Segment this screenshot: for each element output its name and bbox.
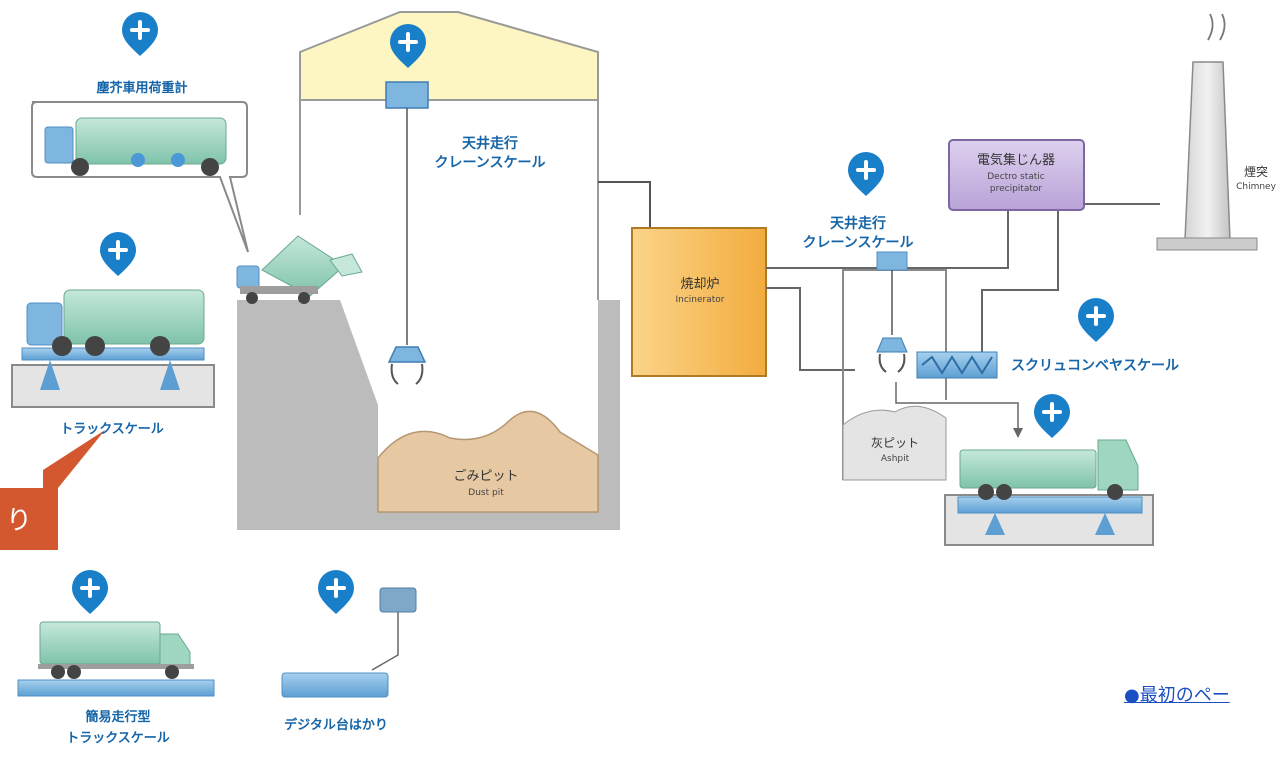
pin-digital-platform-scale[interactable] (318, 570, 354, 614)
pin-screw-conveyor-scale[interactable] (1078, 298, 1114, 342)
ash-truck-scale (944, 439, 1154, 546)
label-digital-platform-scale: デジタル台はかり (284, 717, 388, 733)
label-crane-scale-2-line1: 天井走行 (830, 215, 886, 232)
flue-pipes (766, 203, 1160, 371)
label-dust-pit-jp: ごみピット (453, 468, 518, 484)
label-crane-scale-1-line1: 天井走行 (462, 135, 518, 152)
label-precipitator-jp: 電気集じん器 (977, 152, 1055, 168)
incinerator (598, 181, 767, 377)
pin-crane-scale-1[interactable] (390, 24, 426, 68)
label-crane-scale-2-line2: クレーンスケール (802, 235, 913, 251)
label-crane-scale-1-line2: クレーンスケール (434, 155, 545, 171)
vehicle-load-bubble (31, 101, 249, 253)
first-page-link[interactable]: ●最初のペー (1124, 685, 1230, 706)
label-precipitator-en-line2: precipitator (990, 184, 1042, 194)
garbage-truck-icon (236, 235, 363, 304)
dump-truck-icon (17, 621, 215, 697)
chimney (1156, 13, 1258, 251)
label-ash-pit-en: Ashpit (881, 454, 910, 464)
crane-bucket-icon (387, 346, 427, 363)
pin-vehicle-scale[interactable] (122, 12, 158, 56)
label-portable-truck-scale-line2: トラックスケール (66, 731, 170, 746)
label-truck-scale: トラックスケール (60, 422, 164, 437)
label-incinerator-jp: 焼却炉 (680, 277, 719, 292)
pin-crane-scale-2[interactable] (848, 152, 884, 196)
pin-ash-truck-scale[interactable] (1034, 394, 1070, 438)
label-precipitator-en-line1: Dectro static (987, 172, 1045, 182)
label-incinerator-en: Incinerator (676, 295, 725, 305)
label-ash-pit-jp: 灰ピット (871, 436, 919, 450)
pin-truck-scale[interactable] (100, 232, 136, 276)
label-dust-pit-en: Dust pit (468, 488, 504, 498)
label-chimney-jp: 煙突 (1244, 164, 1268, 179)
callout-box (0, 430, 105, 550)
label-portable-truck-scale-line1: 簡易走行型 (84, 709, 150, 725)
label-chimney-en: Chimney (1236, 182, 1276, 192)
screw-conveyor (916, 351, 998, 379)
main-building (237, 11, 620, 530)
label-screw-conveyor-scale: スクリュコンベヤスケール (1011, 358, 1179, 374)
precipitator (948, 139, 1085, 211)
ash-pit-building (842, 251, 1023, 481)
truck-scale-illustration (11, 289, 215, 408)
platform-scale-icon (281, 587, 417, 698)
pin-portable-truck-scale[interactable] (72, 570, 108, 614)
label-vehicle-scale: 塵芥車用荷重計 (96, 80, 187, 96)
